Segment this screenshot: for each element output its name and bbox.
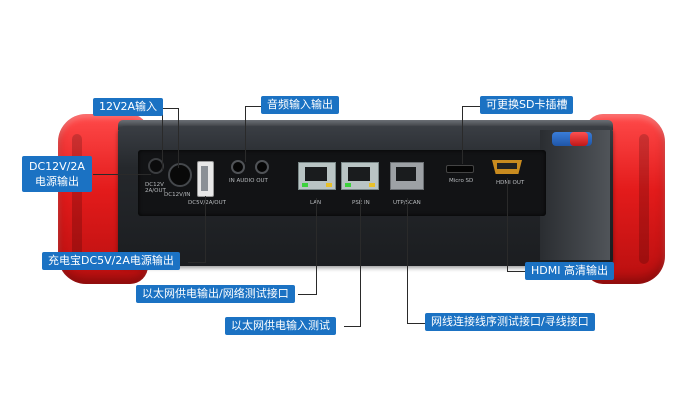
leader-line	[507, 178, 508, 272]
callout-sd-slot: 可更换SD卡插槽	[480, 96, 574, 114]
callout-powerbank: 充电宝DC5V/2A电源输出	[42, 252, 180, 270]
leader-line	[407, 198, 408, 324]
audio-label: IN AUDIO OUT	[229, 178, 268, 184]
red-button	[570, 132, 588, 146]
leader-line	[245, 106, 246, 162]
callout-dc12v-output: DC12V/2A 电源输出	[22, 156, 92, 192]
usb-port	[197, 161, 214, 197]
lan-port	[298, 162, 336, 190]
pse-in-port	[341, 162, 379, 190]
leader-line	[316, 198, 317, 294]
device-side	[540, 130, 610, 260]
dc-out-jack	[148, 158, 164, 174]
callout-hdmi: HDMI 高清输出	[525, 262, 614, 280]
leader-line	[162, 108, 178, 109]
usb-out-label: DC5V/2A/OUT	[188, 200, 227, 206]
utp-scan-port	[390, 162, 424, 190]
leader-line	[93, 174, 151, 175]
callout-poe-in: 以太网供电输入测试	[225, 317, 336, 335]
leader-line	[162, 108, 163, 170]
callout-dc12v-input: 12V2A输入	[93, 98, 164, 116]
callout-dc12v-output-line2: 电源输出	[34, 175, 79, 188]
callout-dc12v-output-line1: DC12V/2A	[29, 160, 85, 173]
callout-audio: 音频输入输出	[261, 96, 339, 114]
leader-line	[188, 262, 206, 263]
leader-line	[462, 106, 480, 107]
leader-line	[507, 271, 525, 272]
leader-line	[205, 196, 206, 262]
audio-out-jack	[255, 160, 269, 174]
device-top-edge	[118, 120, 613, 130]
leader-line	[407, 323, 425, 324]
hdmi-port-inner	[497, 163, 517, 169]
leader-line	[344, 326, 361, 327]
dc-in-jack	[168, 163, 192, 187]
dc-in-label: DC12V/IN	[164, 192, 191, 198]
leader-line	[360, 198, 361, 326]
leader-line	[462, 106, 463, 164]
callout-poe-out: 以太网供电输出/网络测试接口	[136, 285, 295, 303]
hdmi-label: HDMI OUT	[496, 180, 525, 186]
utp-label: UTP/SCAN	[393, 200, 421, 206]
leader-line	[245, 106, 261, 107]
lan-label: LAN	[310, 200, 321, 206]
audio-in-jack	[231, 160, 245, 174]
leader-line	[298, 294, 317, 295]
leader-line	[178, 108, 179, 168]
dc-out-label-2: 2A/OUT	[145, 188, 166, 194]
sd-card-slot	[446, 165, 474, 173]
callout-utp-scan: 网线连接线序测试接口/寻线接口	[425, 313, 595, 331]
micro-sd-label: Micro SD	[449, 178, 474, 184]
dc-out-label-1: DC12V	[145, 182, 164, 188]
